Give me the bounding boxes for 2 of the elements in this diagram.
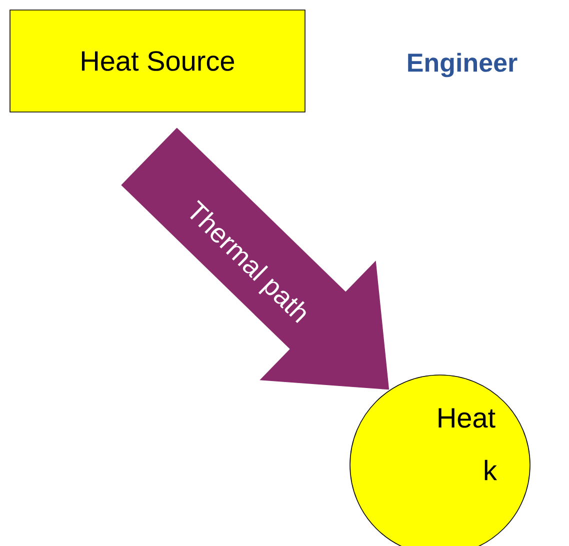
heat-source-box: Heat Source bbox=[10, 10, 306, 112]
engineer-label: Engineer bbox=[408, 52, 518, 78]
